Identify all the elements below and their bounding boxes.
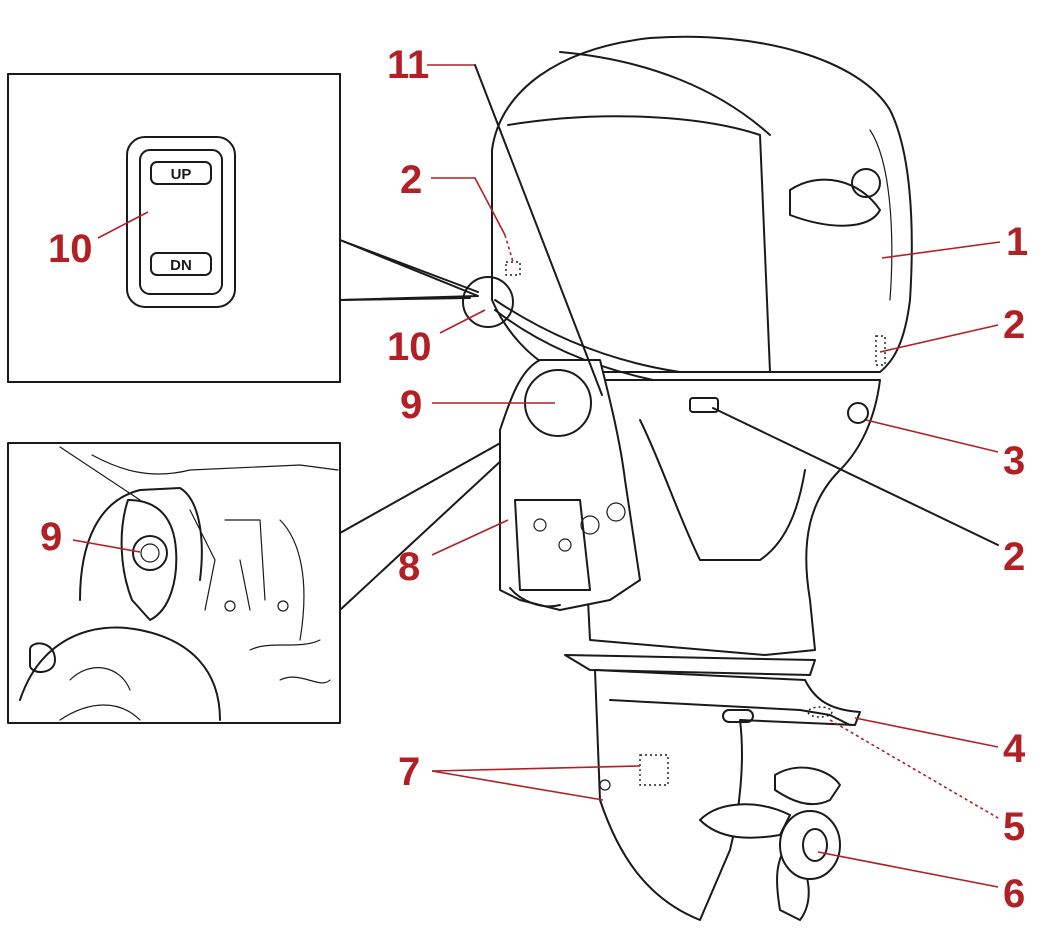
clamp-bolt-a bbox=[533, 518, 547, 532]
pilot-hole-marker-b bbox=[875, 335, 886, 366]
leader-7-a bbox=[431, 765, 641, 772]
midsection-shape bbox=[639, 419, 806, 561]
switch-down-button bbox=[150, 252, 212, 276]
gearcase bbox=[594, 669, 861, 921]
top-cowling bbox=[491, 35, 913, 373]
leader-10-inset bbox=[97, 211, 149, 239]
callout-6: 6 bbox=[1003, 872, 1025, 916]
clamp-screw-b bbox=[606, 502, 626, 522]
propeller-blade-top bbox=[774, 766, 841, 806]
leader-7-b bbox=[431, 770, 604, 801]
water-inlet-grille bbox=[639, 754, 669, 786]
leader-2-top bbox=[431, 177, 506, 236]
leader-6 bbox=[817, 851, 999, 888]
callout-2-lower: 2 bbox=[1003, 535, 1025, 579]
pilot-hole-marker-a bbox=[505, 261, 521, 276]
callout-2-right: 2 bbox=[1003, 303, 1025, 347]
detail-sketch-lower bbox=[59, 639, 331, 721]
zoom-line-top-b bbox=[339, 297, 471, 301]
detail-sketch-middle bbox=[189, 509, 305, 641]
cowling-front-edge bbox=[507, 115, 771, 373]
callout-4: 4 bbox=[1003, 727, 1026, 771]
cowling-crease-upper bbox=[559, 51, 771, 136]
trim-tab-anode bbox=[807, 706, 833, 718]
cowling-badge bbox=[851, 168, 881, 198]
callout-11: 11 bbox=[387, 43, 429, 87]
zoom-line-top-a bbox=[339, 239, 479, 293]
inset-box-top bbox=[7, 73, 341, 383]
callout-5: 5 bbox=[1003, 805, 1025, 849]
switch-up-label: UP bbox=[171, 166, 192, 183]
detail-screw-b bbox=[277, 600, 289, 612]
callouts-main: 11 2 1 2 10 9 3 8 2 4 7 5 bbox=[387, 43, 1028, 916]
zoom-line-bottom-a bbox=[339, 431, 521, 534]
trim-indicator bbox=[689, 397, 719, 413]
leader-2-right bbox=[879, 324, 999, 353]
leader-3 bbox=[865, 419, 999, 453]
clamp-lower-edge bbox=[509, 587, 561, 608]
callout-8: 8 bbox=[398, 545, 420, 589]
detail-sketch-upper bbox=[59, 446, 339, 501]
leader-10-main bbox=[439, 309, 486, 334]
water-inlet-top bbox=[722, 709, 754, 723]
clamp-bolt-b bbox=[558, 538, 572, 552]
zoom-circle-10 bbox=[462, 276, 514, 328]
flushing-cap bbox=[847, 402, 869, 424]
leader-11 bbox=[474, 64, 603, 396]
leader-2-top-dash bbox=[504, 234, 514, 263]
cowling-crease-side bbox=[869, 129, 893, 301]
propeller-hub bbox=[779, 810, 841, 880]
gearcase-upper-line bbox=[609, 699, 851, 726]
inset-box-bottom bbox=[7, 442, 341, 724]
callout-2-top: 2 bbox=[400, 158, 422, 202]
leader-5 bbox=[829, 719, 999, 819]
callout-9-main: 9 bbox=[400, 383, 422, 427]
detail-bolt-outer bbox=[132, 535, 168, 571]
clamp-bracket bbox=[499, 359, 641, 611]
detail-screw-a bbox=[224, 600, 236, 612]
switch-housing-inner bbox=[139, 149, 223, 295]
switch-housing-outer bbox=[126, 136, 236, 308]
callout-3: 3 bbox=[1003, 439, 1025, 483]
callout-10-main: 10 bbox=[387, 325, 432, 369]
callout-1: 1 bbox=[1006, 220, 1028, 264]
leader-8 bbox=[431, 519, 509, 556]
callout-7: 7 bbox=[398, 750, 420, 794]
callout-10-inset: 10 bbox=[48, 227, 93, 271]
cowling-vent bbox=[789, 178, 881, 227]
leader-2-lower bbox=[712, 407, 999, 546]
inset-detail-9: 9 bbox=[7, 419, 546, 724]
switch-up-button bbox=[150, 161, 212, 185]
detail-bracket bbox=[79, 487, 203, 601]
clamp-plate bbox=[514, 499, 591, 591]
switch-down-label: DN bbox=[170, 257, 192, 274]
callout-9-inset: 9 bbox=[40, 515, 62, 559]
detail-plate bbox=[120, 499, 178, 621]
leader-1 bbox=[881, 241, 1001, 259]
propeller-blade-left bbox=[699, 803, 791, 839]
water-inlet-hole bbox=[599, 779, 611, 791]
leader-9-inset bbox=[72, 539, 141, 553]
inset-trim-switch: UP DN 10 bbox=[7, 73, 479, 383]
detail-bolt-inner bbox=[140, 543, 160, 563]
detail-housing-curve bbox=[19, 626, 221, 721]
ventilation-plate-upper bbox=[564, 654, 816, 676]
detail-knob bbox=[29, 642, 56, 673]
cowling-seam bbox=[494, 299, 881, 373]
leader-4 bbox=[854, 717, 999, 748]
clamp-screw bbox=[580, 515, 600, 535]
propeller-nut bbox=[802, 828, 828, 862]
